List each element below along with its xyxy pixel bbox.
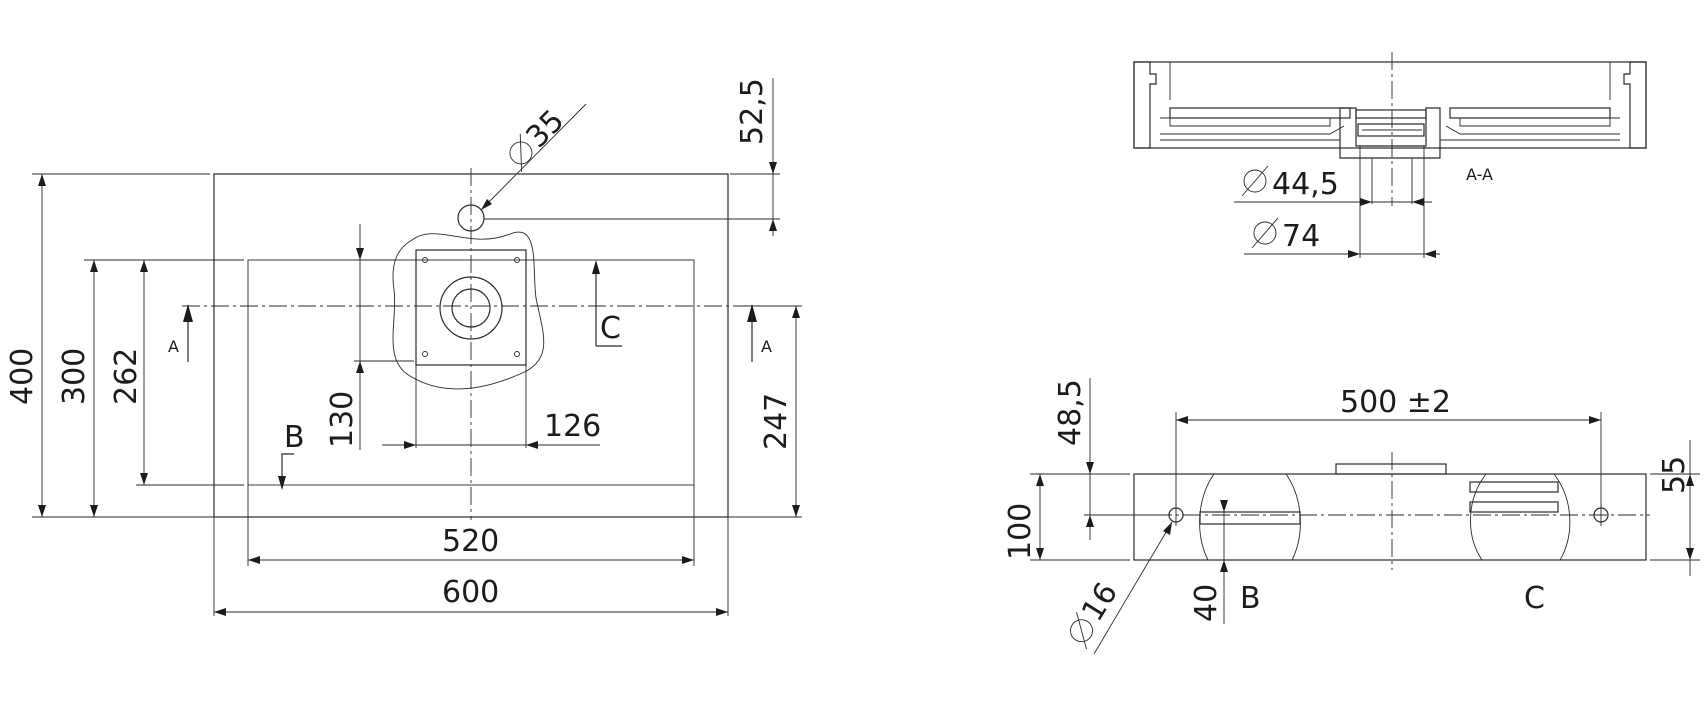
dim-55: 55 — [1657, 456, 1692, 494]
hatch-c-1 — [1469, 481, 1559, 493]
breakout-outline — [392, 231, 545, 390]
side-body-outline — [1133, 473, 1647, 561]
dim-247: 247 — [759, 393, 794, 450]
hatch-c-2 — [1469, 501, 1559, 513]
dim-262: 262 — [109, 348, 144, 405]
floor-plate-right — [1449, 107, 1611, 119]
detail-b-label: B — [1240, 581, 1261, 616]
breakout-b — [1199, 473, 1301, 561]
flange-bolt-hole-bl — [422, 351, 428, 357]
section-a-a-title: A-A — [1466, 165, 1493, 184]
side-view: 500 ±2 48,5 100 55 40 16 — [1003, 378, 1700, 655]
section-a-right-label: A — [761, 337, 772, 356]
breakout-c — [1470, 473, 1571, 561]
dim-300: 300 — [57, 348, 92, 405]
dim-600: 600 — [442, 575, 499, 610]
flange-bolt-hole-br — [514, 351, 520, 357]
right-wall-section — [1623, 61, 1647, 149]
detail-c-label: C — [1524, 581, 1545, 616]
dim-520: 520 — [442, 524, 499, 559]
section-a-a-view: 44,5 74 A-A — [1133, 52, 1647, 258]
dim-52-5: 52,5 — [735, 78, 770, 145]
central-boss-section — [1339, 107, 1441, 159]
dim-40: 40 — [1189, 584, 1224, 622]
section-c-label: C — [600, 311, 621, 346]
dim-400: 400 — [5, 348, 40, 405]
plan-view: 52,5 35 400 300 262 — [5, 78, 802, 616]
floor-plate-left — [1169, 107, 1351, 119]
dim-dia-35: 35 — [520, 103, 572, 155]
dim-100: 100 — [1003, 503, 1038, 560]
dim-130: 130 — [325, 391, 360, 448]
top-spigot — [1335, 463, 1447, 475]
dim-dia-74: 74 — [1282, 219, 1320, 254]
dim-126: 126 — [544, 409, 601, 444]
flange-bolt-hole-tr — [514, 257, 520, 263]
section-b-label: B — [284, 420, 305, 455]
flange-bolt-hole-tl — [422, 257, 428, 263]
hatch-b — [1199, 511, 1301, 525]
left-wall-section — [1133, 61, 1157, 149]
floor-plate-center — [1355, 109, 1427, 119]
dim-48-5: 48,5 — [1053, 379, 1088, 446]
dim-500: 500 ±2 — [1340, 385, 1451, 420]
section-a-left-label: A — [168, 337, 179, 356]
dim-dia-44-5: 44,5 — [1272, 167, 1339, 202]
